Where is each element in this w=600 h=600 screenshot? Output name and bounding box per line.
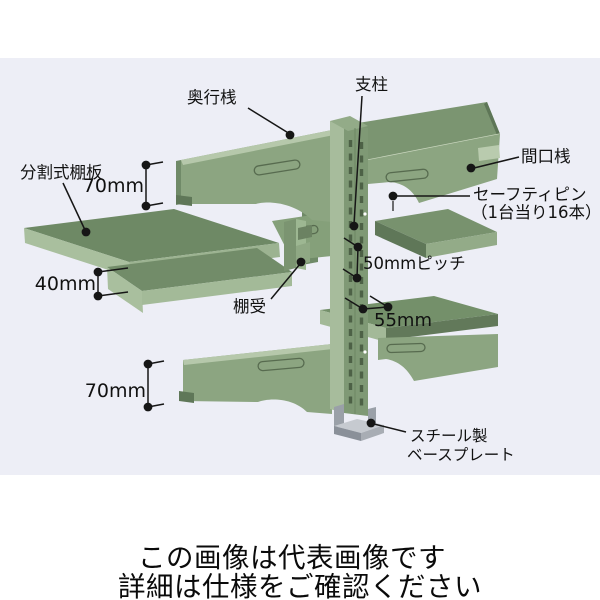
leader-lines xyxy=(62,95,520,433)
dim-70mm-bottom xyxy=(143,359,165,412)
label-shelf-support: 棚受 xyxy=(233,297,266,316)
notice-line2: 詳細は仕様をご確認ください xyxy=(118,571,482,600)
dim-70mm-top xyxy=(141,160,164,211)
post-shape xyxy=(330,116,368,416)
label-front-beam: 間口桟 xyxy=(521,147,571,166)
dim-label-70mm-bottom: 70mm xyxy=(85,380,146,402)
label-safety-pin-line2: （1台当り16本） xyxy=(471,203,600,222)
notice-line1: この画像は代表画像です xyxy=(138,542,446,574)
dim-label-55mm: 55mm xyxy=(374,310,432,331)
leader-depth-beam xyxy=(247,107,295,140)
leader-shelf-support xyxy=(270,257,306,300)
bottom-beam-shape xyxy=(179,344,333,414)
label-base-plate-line1: スチール製 xyxy=(410,427,488,445)
dim-label-40mm: 40mm xyxy=(35,273,96,295)
label-safety-pin-line1: セーフティピン xyxy=(473,185,587,204)
leader-split-shelf xyxy=(62,182,91,237)
label-post: 支柱 xyxy=(355,75,388,94)
rack-illustration xyxy=(24,102,501,441)
label-base-plate-line2: ベースプレート xyxy=(407,446,515,464)
dim-55mm xyxy=(344,295,393,314)
middle-shelf-shape xyxy=(375,209,497,258)
dim-40mm xyxy=(93,267,129,301)
dim-50mm-pitch xyxy=(342,237,363,283)
depth-beam-shape xyxy=(176,130,334,222)
notice-text: この画像は代表画像です 詳細は仕様をご確認ください xyxy=(118,542,482,600)
label-depth-beam: 奥行桟 xyxy=(187,88,237,107)
shelf-support-shape xyxy=(284,219,312,271)
label-split-shelf: 分割式棚板 xyxy=(20,163,103,182)
leader-front-beam xyxy=(466,156,520,173)
leader-post xyxy=(349,95,363,231)
part-labels: 奥行桟 支柱 間口桟 セーフティピン （1台当り16本） 分割式棚板 棚受 スチ… xyxy=(20,75,600,464)
dim-label-50mm-pitch: 50mmピッチ xyxy=(363,254,466,273)
front-beam-shape xyxy=(368,134,500,203)
lower-front-beam-shape xyxy=(378,334,498,381)
split-shelf-front-panel xyxy=(107,248,292,313)
leader-safety-pin xyxy=(388,191,470,211)
leader-base-plate xyxy=(366,418,407,433)
dim-label-70mm-top: 70mm xyxy=(83,175,144,197)
dimension-lines xyxy=(93,160,393,412)
